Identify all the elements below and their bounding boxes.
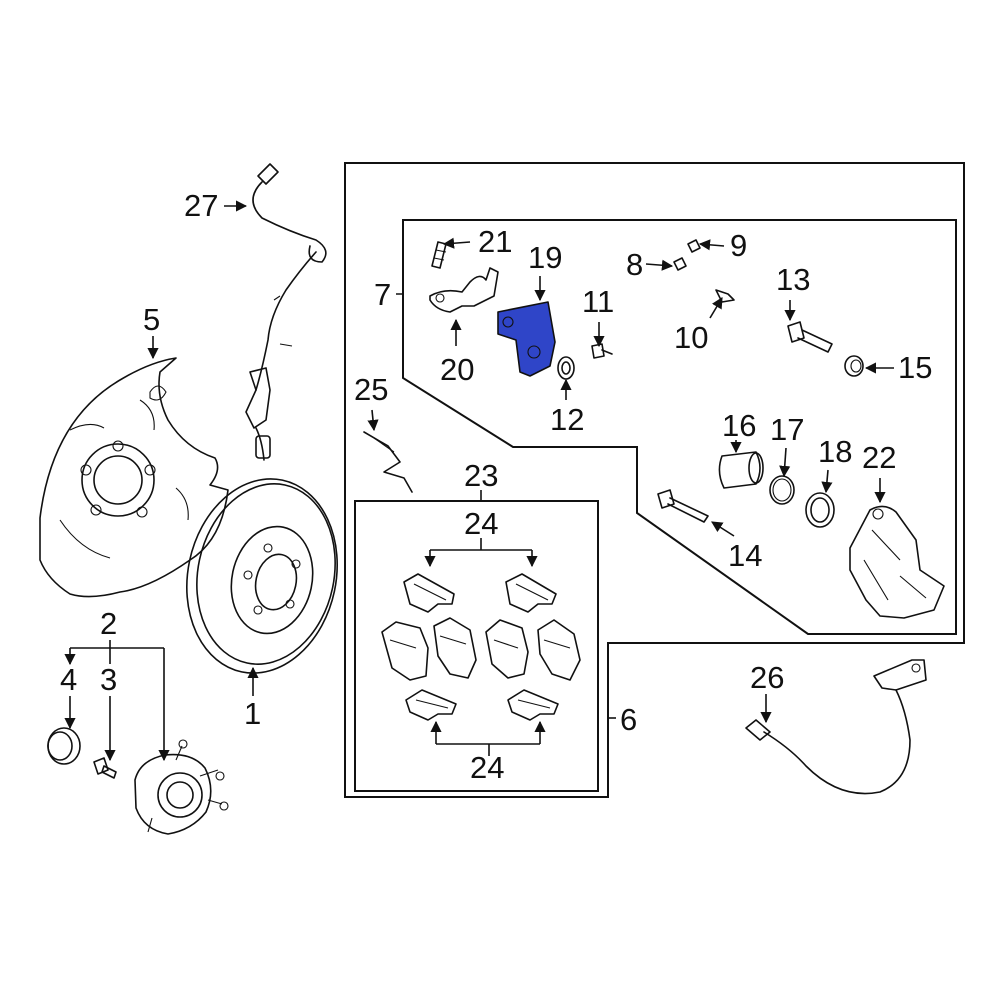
brake-pad-2[interactable] bbox=[433, 617, 477, 679]
piston-seal[interactable] bbox=[769, 475, 795, 505]
callout-24-top: 24 bbox=[464, 506, 498, 541]
callout-19: 19 bbox=[528, 240, 562, 275]
callout-6: 6 bbox=[620, 702, 637, 737]
guide-pin-lower[interactable] bbox=[657, 489, 709, 523]
callout-17: 17 bbox=[770, 412, 804, 447]
pad-kit-box bbox=[354, 500, 599, 792]
callout-21: 21 bbox=[478, 224, 512, 259]
leader-lines bbox=[64, 200, 894, 762]
pad-shim-top-left[interactable] bbox=[403, 573, 455, 613]
caliper-sub-box bbox=[402, 219, 957, 635]
bleeder-cap-8[interactable] bbox=[673, 257, 687, 271]
piston[interactable] bbox=[718, 451, 764, 489]
callout-15: 15 bbox=[898, 350, 932, 385]
callout-18: 18 bbox=[818, 434, 852, 469]
callout-5: 5 bbox=[143, 302, 160, 337]
brake-pad-3[interactable] bbox=[485, 619, 529, 679]
brake-pad-1[interactable] bbox=[381, 621, 429, 681]
callout-4: 4 bbox=[60, 662, 77, 697]
callout-10: 10 bbox=[674, 320, 708, 355]
caliper-housing[interactable] bbox=[849, 505, 945, 619]
callout-11: 11 bbox=[582, 284, 614, 319]
brake-rotor[interactable] bbox=[169, 465, 355, 687]
callout-14: 14 bbox=[728, 538, 762, 573]
dust-cap[interactable] bbox=[47, 727, 81, 765]
pad-shim-top-right[interactable] bbox=[505, 573, 557, 613]
callout-16: 16 bbox=[722, 408, 756, 443]
piston-boot[interactable] bbox=[805, 492, 835, 528]
caliper-assembly-box bbox=[344, 162, 965, 798]
callout-3: 3 bbox=[100, 662, 117, 697]
wheel-hub-bearing[interactable] bbox=[134, 739, 229, 835]
callout-24-bottom: 24 bbox=[470, 750, 504, 785]
callout-9: 9 bbox=[730, 228, 747, 263]
callout-8: 8 bbox=[626, 247, 643, 282]
spring[interactable] bbox=[431, 241, 447, 269]
callout-25: 25 bbox=[354, 372, 388, 407]
callout-13: 13 bbox=[776, 262, 810, 297]
callout-23: 23 bbox=[464, 458, 498, 493]
callout-20: 20 bbox=[440, 352, 474, 387]
clip[interactable] bbox=[715, 289, 735, 303]
abs-sensor-harness[interactable] bbox=[245, 163, 327, 461]
callout-2: 2 bbox=[100, 606, 117, 641]
callout-26: 26 bbox=[750, 660, 784, 695]
spring-clip[interactable] bbox=[363, 431, 413, 493]
brake-pad-4[interactable] bbox=[537, 619, 581, 681]
callout-27: 27 bbox=[184, 188, 218, 223]
brake-hose[interactable] bbox=[745, 659, 927, 795]
caliper-support-highlighted[interactable] bbox=[497, 301, 556, 377]
hub-bolt[interactable] bbox=[93, 757, 117, 779]
callout-22: 22 bbox=[862, 440, 896, 475]
pad-shim-bottom-left[interactable] bbox=[405, 689, 457, 721]
callout-1: 1 bbox=[244, 696, 261, 731]
splash-shield[interactable] bbox=[39, 357, 229, 598]
callout-12: 12 bbox=[550, 402, 584, 437]
bracket[interactable] bbox=[429, 267, 499, 313]
callout-7: 7 bbox=[374, 277, 391, 312]
o-ring[interactable] bbox=[557, 356, 575, 380]
bleeder-cap-9[interactable] bbox=[687, 239, 701, 253]
guide-boot[interactable] bbox=[844, 355, 864, 377]
bleeder-screw[interactable] bbox=[591, 343, 613, 359]
callout-labels: 1 2 3 4 5 6 7 8 9 10 11 12 13 14 15 16 1… bbox=[60, 188, 932, 785]
guide-pin-upper[interactable] bbox=[787, 321, 833, 353]
pad-shim-bottom-right[interactable] bbox=[507, 689, 559, 721]
